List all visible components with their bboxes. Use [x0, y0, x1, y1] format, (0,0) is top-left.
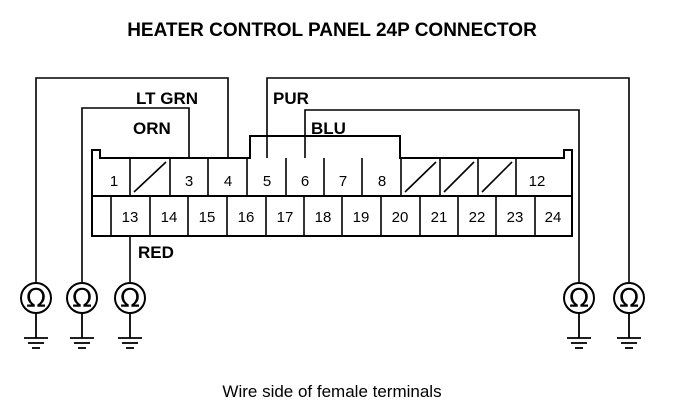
wire-orn	[81, 107, 190, 283]
wires	[35, 77, 630, 283]
blank-cavity-2	[133, 161, 167, 193]
wire-label-orn: ORN	[133, 119, 171, 138]
pin-19: 19	[353, 209, 370, 226]
ground-icon	[70, 313, 94, 349]
pin-12: 12	[529, 173, 546, 190]
ohm-symbol: Ω	[26, 284, 46, 314]
ohm-symbol: Ω	[619, 284, 639, 314]
pin-1: 1	[110, 173, 118, 190]
wire-label-blu: BLU	[311, 119, 346, 138]
blank-cavity-10	[443, 161, 475, 193]
pin-24: 24	[545, 209, 562, 226]
ohm-symbol: Ω	[72, 284, 92, 314]
pin-7: 7	[339, 173, 347, 190]
bottom-row-pins: 13 14 15 16 17 18 19 20 21 22 23 24	[122, 209, 562, 226]
pin-22: 22	[469, 209, 486, 226]
diagram-title: HEATER CONTROL PANEL 24P CONNECTOR	[127, 20, 537, 41]
ground-icon	[24, 313, 48, 349]
wire-label-red: RED	[138, 243, 174, 262]
ohmmeters	[20, 282, 645, 314]
wire-pur	[266, 77, 630, 283]
connector-housing	[91, 135, 573, 237]
blank-cavity-9	[404, 161, 437, 193]
ohm-symbols: Ω Ω Ω Ω Ω	[26, 284, 639, 314]
top-row-dividers	[129, 158, 517, 196]
wire-blu	[304, 109, 580, 283]
pin-18: 18	[315, 209, 332, 226]
pin-13: 13	[122, 209, 139, 226]
ground-icon	[567, 313, 591, 349]
ohm-symbol: Ω	[569, 284, 589, 314]
pin-17: 17	[277, 209, 294, 226]
pin-4: 4	[224, 173, 232, 190]
pin-6: 6	[301, 173, 309, 190]
ground-icon	[118, 313, 142, 349]
pin-23: 23	[507, 209, 524, 226]
wire-label-pur: PUR	[273, 89, 309, 108]
bottom-row-dividers	[110, 196, 536, 236]
pin-14: 14	[161, 209, 178, 226]
blank-cavity-11	[481, 161, 513, 193]
pin-21: 21	[431, 209, 448, 226]
ohm-symbol: Ω	[120, 284, 140, 314]
pin-3: 3	[185, 173, 193, 190]
pin-16: 16	[238, 209, 255, 226]
wire-label-lt-grn: LT GRN	[136, 89, 198, 108]
blank-cavity-slashes	[133, 161, 513, 193]
top-row-pins: 1 3 4 5 6 7 8 12	[110, 173, 546, 190]
pin-8: 8	[378, 173, 386, 190]
diagram-caption: Wire side of female terminals	[222, 382, 441, 401]
pin-20: 20	[392, 209, 409, 226]
ground-icon	[617, 313, 641, 349]
grounds	[24, 313, 641, 349]
pin-5: 5	[263, 173, 271, 190]
wire-lt-grn	[35, 77, 229, 283]
pin-15: 15	[199, 209, 216, 226]
